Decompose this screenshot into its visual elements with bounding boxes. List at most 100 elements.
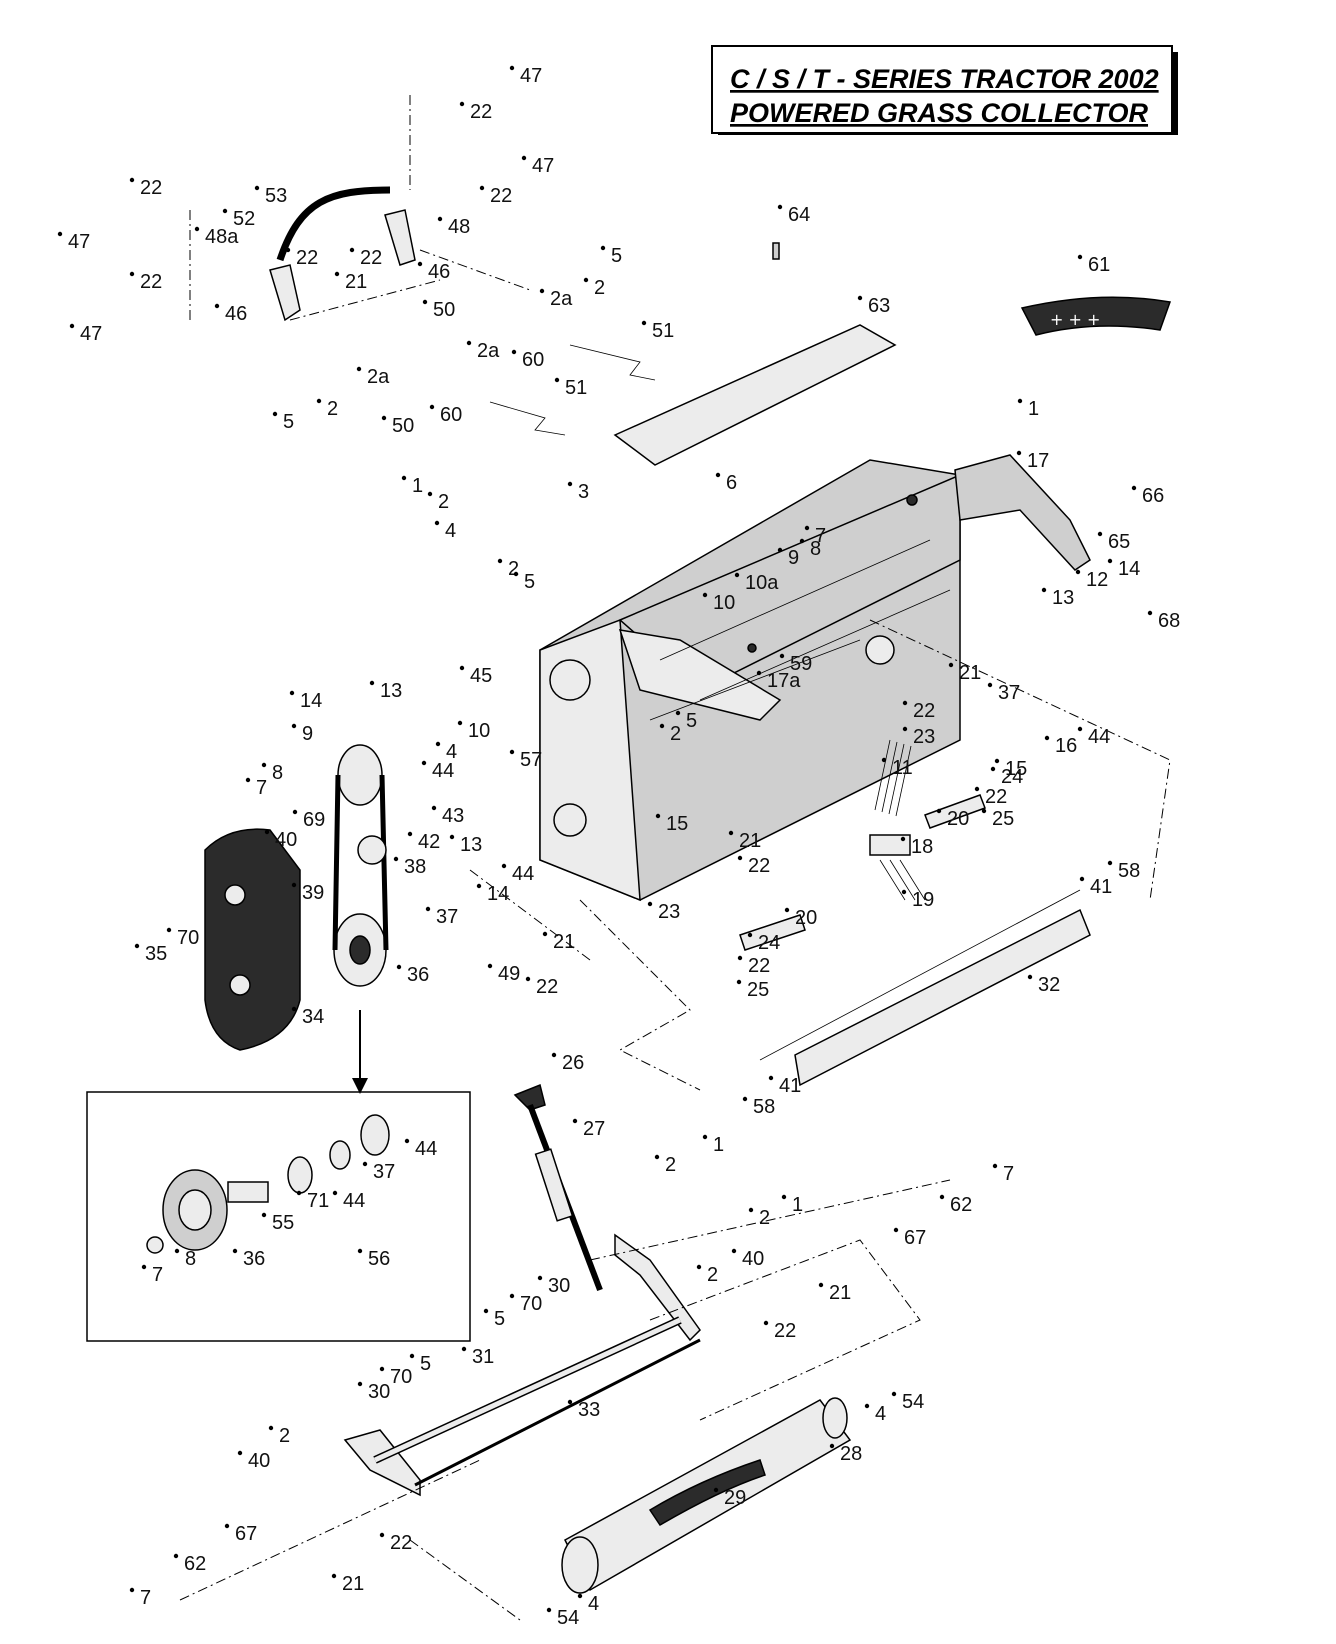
callout-7: 7 xyxy=(1003,1163,1014,1185)
callout-11: 11 xyxy=(892,757,913,779)
callout-29: 29 xyxy=(724,1487,746,1509)
callout-35: 35 xyxy=(145,943,167,965)
callout-leader-dot xyxy=(332,1190,338,1196)
callout-leader-dot xyxy=(369,680,375,686)
callout-2: 2 xyxy=(665,1154,676,1176)
callout-69: 69 xyxy=(303,809,325,831)
callout-leader-dot xyxy=(349,247,355,253)
callout-leader-dot xyxy=(237,1450,243,1456)
callout-leader-dot xyxy=(546,1607,552,1613)
callout-54: 54 xyxy=(557,1607,579,1629)
callout-25: 25 xyxy=(747,979,769,1001)
callout-leader-dot xyxy=(734,572,740,578)
callout-leader-dot xyxy=(334,271,340,277)
callout-38: 38 xyxy=(404,856,426,878)
callout-1: 1 xyxy=(713,1134,724,1156)
callout-leader-dot xyxy=(357,1248,363,1254)
callout-1: 1 xyxy=(412,475,423,497)
callout-leader-dot xyxy=(393,856,399,862)
callout-53: 53 xyxy=(265,185,287,207)
callout-4: 4 xyxy=(446,741,457,763)
callout-leader-dot xyxy=(69,323,75,329)
lever-upper xyxy=(569,344,656,381)
callout-leader-dot xyxy=(936,808,942,814)
callout-leader-dot xyxy=(1077,726,1083,732)
callout-2: 2 xyxy=(759,1207,770,1229)
callout-25: 25 xyxy=(992,808,1014,830)
collector-housing xyxy=(539,454,1091,902)
callout-5: 5 xyxy=(283,411,294,433)
callout-leader-dot xyxy=(487,963,493,969)
callout-47: 47 xyxy=(80,323,102,345)
callout-2: 2 xyxy=(327,398,338,420)
callout-leader-dot xyxy=(939,1194,945,1200)
callout-2: 2 xyxy=(279,1425,290,1447)
callout-leader-dot xyxy=(356,366,362,372)
callout-23: 23 xyxy=(658,901,680,923)
callout-leader-dot xyxy=(893,1227,899,1233)
callout-leader-dot xyxy=(466,340,472,346)
callout-leader-dot xyxy=(696,1264,702,1270)
callout-61: 61 xyxy=(1088,254,1110,276)
callout-leader-dot xyxy=(864,1403,870,1409)
callout-leader-dot xyxy=(748,1207,754,1213)
callout-2a: 2a xyxy=(367,366,390,388)
callout-24: 24 xyxy=(1001,766,1023,788)
callout-leader-dot xyxy=(396,964,402,970)
callout-9: 9 xyxy=(302,723,313,745)
callout-leader-dot xyxy=(407,831,413,837)
callout-leader-dot xyxy=(987,682,993,688)
callout-2: 2 xyxy=(670,723,681,745)
callout-leader-dot xyxy=(194,226,200,232)
callout-54: 54 xyxy=(902,1391,924,1413)
callout-leader-dot xyxy=(479,185,485,191)
callout-18: 18 xyxy=(911,836,933,858)
callout-leader-dot xyxy=(521,155,527,161)
callout-leader-dot xyxy=(404,1138,410,1144)
deflector xyxy=(794,908,1091,1087)
callout-70: 70 xyxy=(390,1366,412,1388)
callout-leader-dot xyxy=(421,760,427,766)
callout-leader-dot xyxy=(141,1264,147,1270)
callout-64: 64 xyxy=(788,204,810,226)
callout-5: 5 xyxy=(611,245,622,267)
callout-leader-dot xyxy=(483,1308,489,1314)
callout-2a: 2a xyxy=(550,288,573,310)
callout-leader-dot xyxy=(1131,485,1137,491)
callout-36: 36 xyxy=(243,1248,265,1270)
callout-24: 24 xyxy=(758,932,780,954)
callout-20: 20 xyxy=(947,808,969,830)
callout-leader-dot xyxy=(437,216,443,222)
callout-7: 7 xyxy=(815,525,826,547)
drive-assembly xyxy=(332,744,389,987)
callout-leader-dot xyxy=(166,927,172,933)
callout-22: 22 xyxy=(470,101,492,123)
callout-leader-dot xyxy=(900,836,906,842)
callout-48a: 48a xyxy=(205,226,239,248)
callout-leader-dot xyxy=(974,786,980,792)
callout-22: 22 xyxy=(140,177,162,199)
callout-13: 13 xyxy=(460,834,482,856)
svg-text:+ + +: + + + xyxy=(1050,310,1100,329)
callout-leader-dot xyxy=(434,520,440,526)
callout-21: 21 xyxy=(829,1282,851,1304)
callout-leader-dot xyxy=(647,901,653,907)
decal: + + + xyxy=(1020,296,1172,336)
callout-32: 32 xyxy=(1038,974,1060,996)
callout-leader-dot xyxy=(675,710,681,716)
callout-22: 22 xyxy=(360,247,382,269)
control-lever xyxy=(513,1083,603,1292)
callout-leader-dot xyxy=(1027,974,1033,980)
callout-leader-dot xyxy=(449,834,455,840)
callout-48: 48 xyxy=(448,216,470,238)
callout-68: 68 xyxy=(1158,610,1180,632)
callout-leader-dot xyxy=(737,855,743,861)
callout-67: 67 xyxy=(904,1227,926,1249)
callout-7: 7 xyxy=(140,1587,151,1609)
callout-14: 14 xyxy=(300,690,322,712)
callout-leader-dot xyxy=(222,208,228,214)
callout-22: 22 xyxy=(390,1532,412,1554)
handle-assembly xyxy=(189,95,531,322)
callout-leader-dot xyxy=(509,749,515,755)
callout-22: 22 xyxy=(774,1320,796,1342)
